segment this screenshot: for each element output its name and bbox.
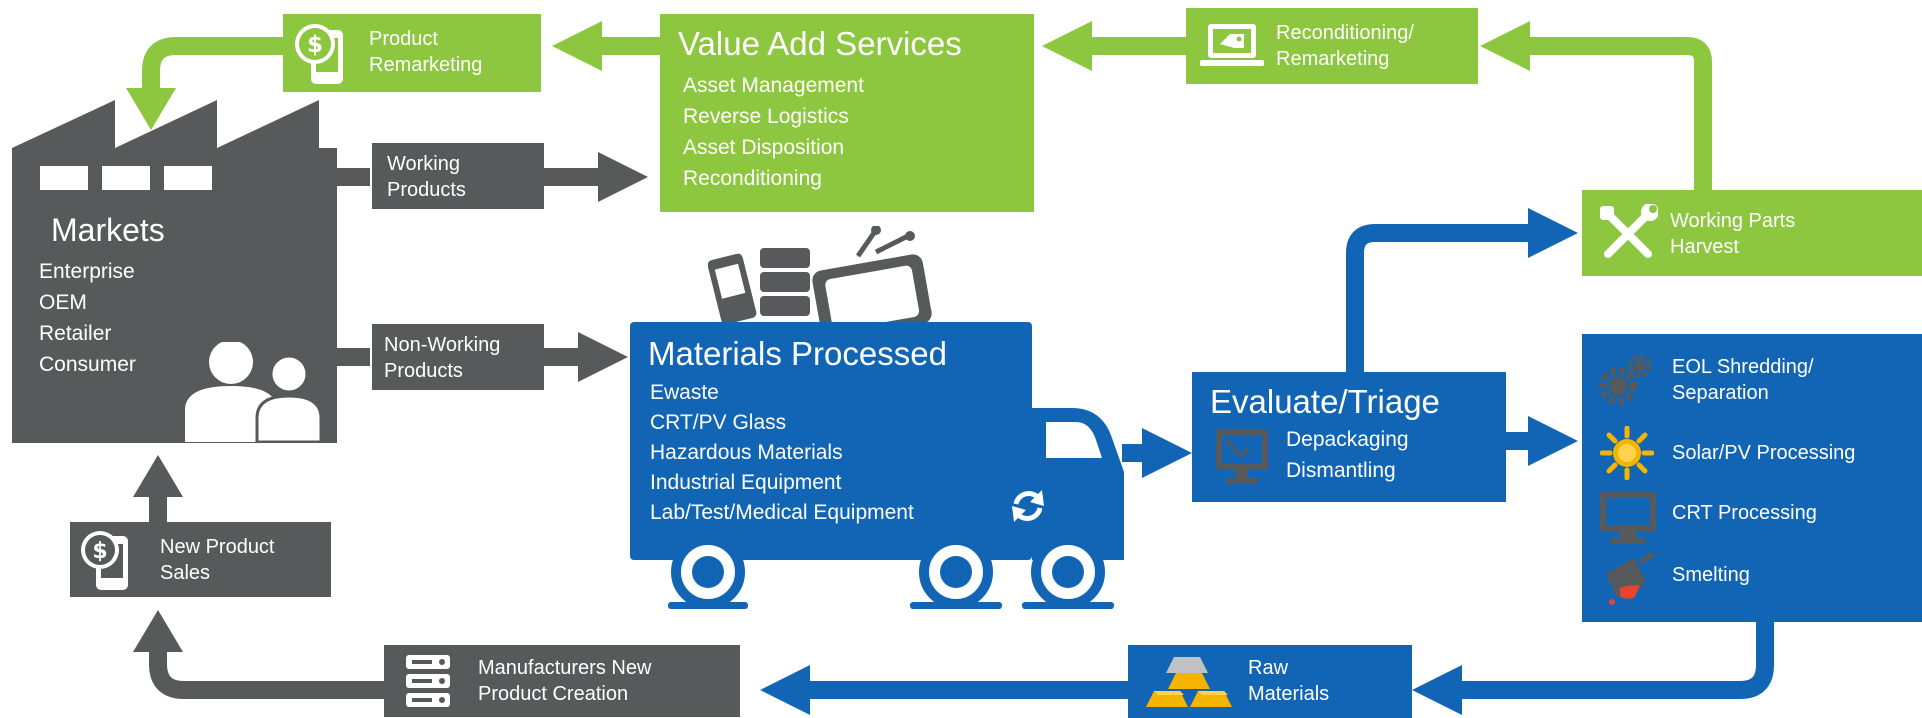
eol-shredding-label: EOL Shredding/ [1672,356,1814,378]
value-add-item: Reverse Logistics [683,105,849,128]
materials-processed-list: Ewaste CRT/PV Glass Hazardous Materials … [650,378,914,528]
non-working-products-label: Products [384,360,463,382]
arrow-manufacturers-to-sales [133,610,384,699]
monitor-icon [1600,492,1656,544]
markets-item: Enterprise [39,260,135,283]
working-products-box: Working Products [372,143,544,209]
gears-icon [1599,354,1652,405]
gold-bars-icon [1146,657,1232,707]
markets-title: Markets [51,212,165,248]
new-product-sales-label: Sales [160,562,211,584]
arrow-non-working-products [330,332,628,382]
non-working-products-label: Non-Working [384,334,501,356]
value-add-services-box: Value Add Services Asset Management Reve… [660,14,1034,212]
raw-materials-label: Raw [1248,657,1289,679]
new-product-sales-label: New Product [160,536,275,558]
crt-processing-label: CRT Processing [1672,502,1817,524]
recycle-icon [1012,490,1044,522]
eol-shredding-label: Separation [1672,382,1769,404]
arrow-value-add-to-remarketing [552,21,660,71]
value-add-item: Asset Disposition [683,136,845,159]
evaluate-item: Depackaging [1286,428,1409,451]
dollar-phone-icon: $ [81,531,128,590]
arrow-working-products [330,152,648,202]
arrow-materials-to-evaluate [1122,428,1192,478]
non-working-products-box: Non-Working Products [372,324,544,390]
factory-icon [12,100,337,443]
manufacturers-box: Manufacturers New Product Creation [384,645,740,717]
reconditioning-remarketing-box: Reconditioning/ Remarketing [1186,8,1478,84]
arrow-sales-to-markets [133,455,183,525]
tools-icon [1600,204,1658,258]
materials-processed-title: Materials Processed [648,335,947,372]
product-remarketing-label: Remarketing [369,54,483,76]
truck-wheel [919,535,993,609]
new-product-sales-box: $ New Product Sales [70,522,331,597]
working-parts-harvest-label: Harvest [1670,236,1739,258]
product-remarketing-box: $ Product Remarketing [283,14,541,92]
people-icon [185,342,323,442]
reconditioning-remarketing-label: Remarketing [1276,48,1390,70]
value-add-item: Reconditioning [683,167,822,190]
dollar-phone-icon: $ [295,24,343,84]
markets-list: Enterprise OEM Retailer Consumer [39,256,136,380]
arrow-reconditioning-to-value-add [1042,21,1188,71]
svg-text:$: $ [92,539,107,564]
monitor-icon [1216,430,1268,484]
arrow-processing-to-raw [1412,620,1774,715]
truck-wheel [671,535,745,609]
arrow-raw-to-manufacturers [760,665,1128,715]
arrow-harvest-to-reconditioning [1480,21,1712,192]
manufacturers-label: Manufacturers New [478,657,652,679]
evaluate-triage-box: Evaluate/Triage Depackaging Dismantling [1192,372,1506,502]
smelting-label: Smelting [1672,564,1750,586]
laptop-tag-icon [1200,24,1264,66]
working-products-label: Working [387,153,460,175]
evaluate-item: Dismantling [1286,459,1396,482]
materials-item: Industrial Equipment [650,471,842,494]
value-add-services-list: Asset Management Reverse Logistics Asset… [683,70,864,194]
working-parts-harvest-box: Working Parts Harvest [1582,190,1922,276]
markets-item: OEM [39,291,87,314]
arrow-remarketing-to-markets [126,37,283,130]
devices-icon [708,226,932,332]
arrow-evaluate-to-processing [1506,416,1578,466]
product-remarketing-label: Product [369,28,438,50]
svg-text:$: $ [307,32,323,58]
solar-pv-label: Solar/PV Processing [1672,442,1856,464]
materials-item: Lab/Test/Medical Equipment [650,501,914,524]
server-icon [406,655,450,707]
truck-wheel [1031,535,1105,609]
truck-shape [630,322,1124,609]
value-add-services-title: Value Add Services [678,25,962,62]
materials-item: CRT/PV Glass [650,411,787,434]
materials-item: Hazardous Materials [650,441,843,464]
raw-materials-box: Raw Materials [1128,645,1412,718]
reconditioning-remarketing-label: Reconditioning/ [1276,22,1414,44]
smelting-ladle-icon [1606,552,1656,605]
markets-item: Consumer [39,353,136,376]
manufacturers-label: Product Creation [478,683,629,705]
arrow-evaluate-to-harvest [1346,208,1578,372]
value-add-item: Asset Management [683,74,864,97]
sun-icon [1600,426,1654,480]
evaluate-triage-list: Depackaging Dismantling [1286,424,1409,486]
materials-item: Ewaste [650,381,719,404]
evaluate-triage-title: Evaluate/Triage [1210,383,1440,420]
raw-materials-label: Materials [1248,683,1330,705]
processing-panel: EOL Shredding/ Separation Solar/PV Proce… [1582,334,1922,622]
working-parts-harvest-label: Working Parts [1670,210,1796,232]
markets-item: Retailer [39,322,112,345]
working-products-label: Products [387,179,466,201]
